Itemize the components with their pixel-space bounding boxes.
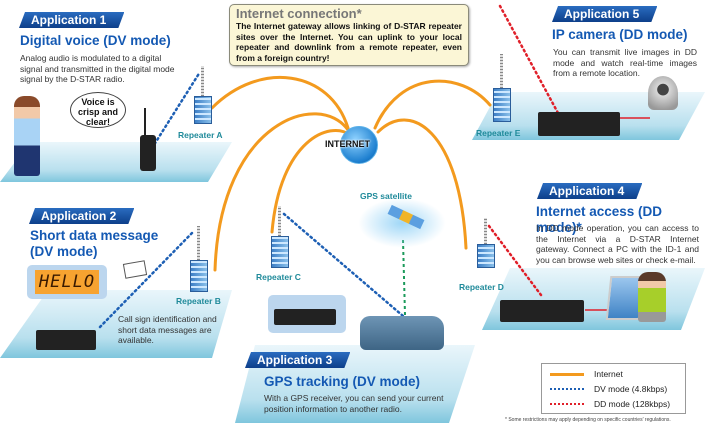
internet-box-text: The Internet gateway allows linking of D… — [236, 21, 462, 63]
repeater-c-label: Repeater C — [256, 272, 301, 282]
repeater-d-mast — [484, 218, 487, 244]
footnote: * Some restrictions may apply depending … — [505, 417, 671, 423]
repeater-a-label: Repeater A — [178, 130, 223, 140]
repeater-b-building — [190, 260, 208, 292]
transceiver-e-icon — [538, 112, 620, 136]
mobile-radio-icon — [36, 330, 96, 350]
legend-label-dv: DV mode (4.8kbps) — [594, 384, 668, 394]
app4-tag: Application 4 — [537, 183, 642, 199]
gps-satellite-label: GPS satellite — [360, 191, 412, 201]
legend-item-internet: Internet — [550, 368, 623, 380]
app1-title: Digital voice (DV mode) — [20, 33, 171, 48]
ip-camera-icon — [648, 76, 678, 110]
legend-item-dd: DD mode (128kbps) — [550, 398, 670, 410]
gps-glow — [358, 198, 446, 248]
car-radio-callout — [268, 295, 346, 333]
internet-link-c — [270, 129, 352, 234]
repeater-b-mast — [197, 226, 200, 260]
app2-tag: Application 2 — [29, 208, 134, 224]
dd-link-app5 — [498, 4, 560, 115]
internet-box-title: Internet connection* — [236, 6, 362, 21]
legend-label-dd: DD mode (128kbps) — [594, 399, 671, 409]
repeater-c-building — [271, 236, 289, 268]
app4-desc: In DD mode operation, you can access to … — [536, 223, 699, 265]
repeater-d-label: Repeater D — [459, 282, 504, 292]
app2-title-line1: Short data message — [30, 228, 159, 243]
internet-link-e — [373, 79, 492, 130]
internet-link-b — [213, 112, 350, 272]
app2-desc: Call sign identification and short data … — [118, 314, 217, 345]
app1-tag: Application 1 — [19, 12, 124, 28]
lcd-callout: HELLO — [27, 265, 107, 299]
dv-link-app1 — [150, 70, 202, 150]
handheld-radio-icon — [140, 135, 156, 171]
app2-title-line2: (DV mode) — [30, 244, 98, 259]
internet-link-a — [210, 76, 350, 130]
repeater-a-building — [194, 96, 212, 124]
car-icon — [360, 316, 444, 350]
transceiver-d-icon — [500, 300, 584, 322]
legend: Internet DV mode (4.8kbps) DD mode (128k… — [541, 363, 686, 414]
antenna-icon — [144, 108, 146, 136]
repeater-e-mast — [500, 54, 503, 88]
repeater-e-building — [493, 88, 511, 122]
app3-desc: With a GPS receiver, you can send your c… — [264, 393, 444, 414]
app4-title: Internet access (DD mode)* — [536, 204, 663, 235]
car-radio-icon — [274, 309, 336, 325]
gps-link — [402, 239, 406, 316]
internet-hub-label: INTERNET — [325, 139, 370, 149]
legend-swatch-internet — [550, 372, 584, 376]
internet-connection-box: Internet connection* The Internet gatewa… — [229, 4, 469, 66]
lcd-display: HELLO — [35, 270, 99, 294]
app1-desc: Analog audio is modulated to a digital s… — [20, 53, 175, 84]
legend-label-internet: Internet — [594, 369, 623, 379]
repeater-d-building — [477, 244, 495, 268]
repeater-e-label: Repeater E — [476, 128, 521, 138]
internet-link-d — [376, 118, 468, 250]
dv-link-app3 — [282, 212, 405, 318]
dd-link-app4 — [487, 224, 543, 297]
pc-user-icon — [638, 272, 666, 322]
legend-swatch-dd — [550, 403, 584, 405]
dv-link-app2 — [98, 231, 194, 329]
app3-title: GPS tracking (DV mode) — [264, 374, 421, 389]
legend-swatch-dv — [550, 388, 584, 390]
repeater-c-mast — [278, 206, 281, 236]
repeater-b-label: Repeater B — [176, 296, 221, 306]
person-icon — [14, 96, 40, 176]
app3-tag: Application 3 — [245, 352, 350, 368]
globe-icon — [340, 126, 378, 164]
app5-tag: Application 5 — [552, 6, 657, 22]
app5-title: IP camera (DD mode) — [552, 27, 688, 42]
app1-speech-bubble: Voice is crisp and clear! — [70, 92, 126, 128]
repeater-a-mast — [201, 66, 204, 96]
app5-desc: You can transmit live images in DD mode … — [553, 47, 697, 78]
legend-item-dv: DV mode (4.8kbps) — [550, 383, 667, 395]
